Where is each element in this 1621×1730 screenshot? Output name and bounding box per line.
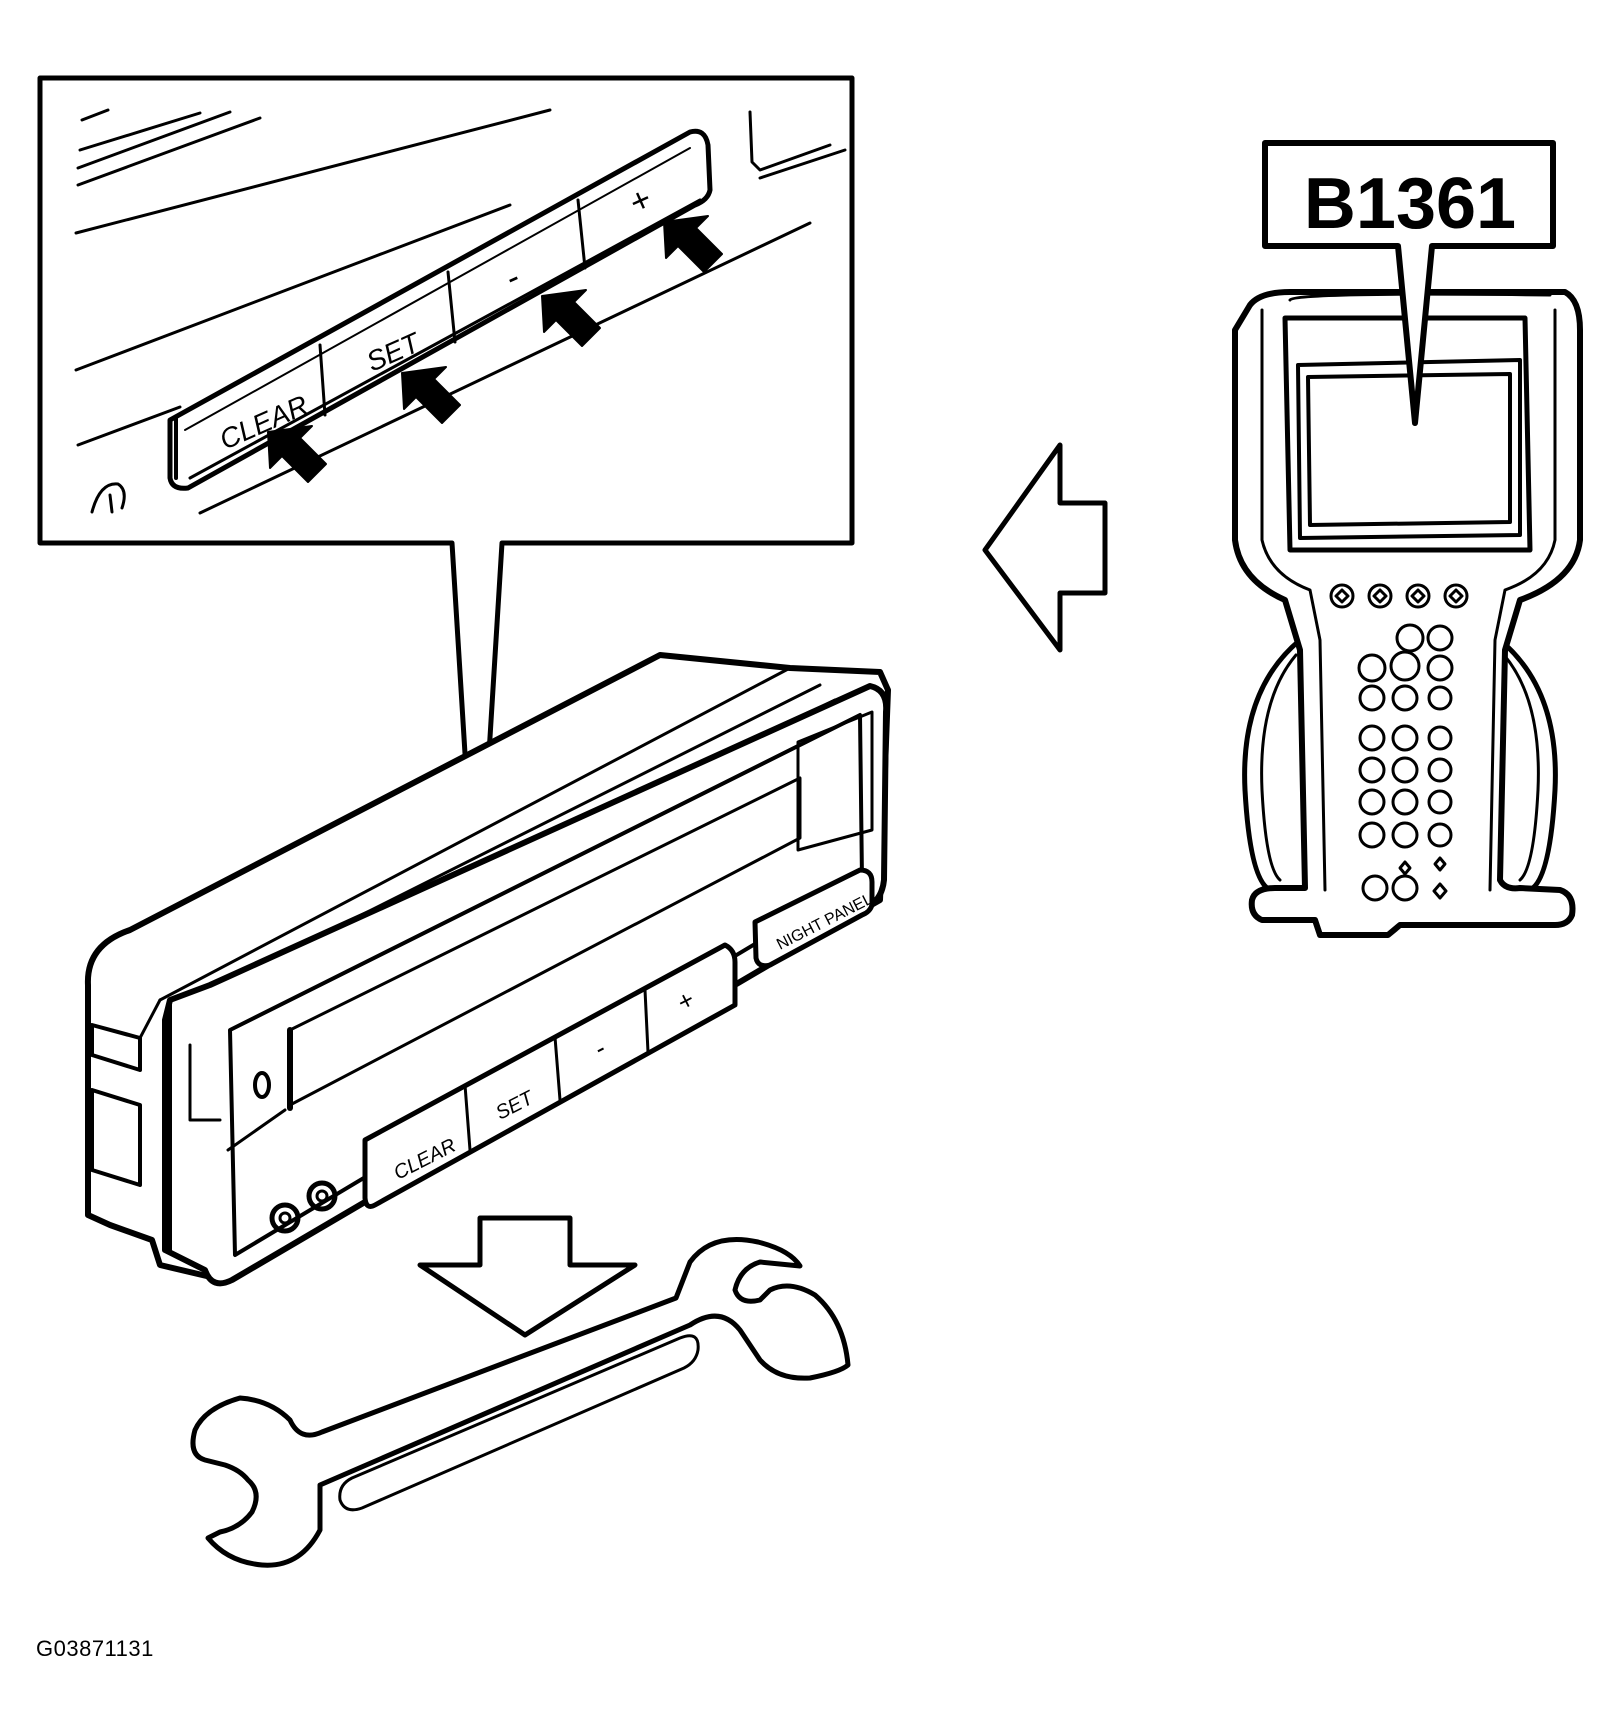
figure-id: G03871131	[36, 1636, 154, 1661]
press-arrow-clear	[267, 425, 327, 483]
knob-right-icon	[306, 1180, 338, 1212]
scan-tool-function-buttons	[1329, 583, 1469, 609]
press-arrow-plus	[663, 215, 723, 273]
press-arrow-set	[401, 366, 461, 424]
knob-left-icon	[269, 1202, 301, 1234]
dash-trim-lines	[74, 108, 847, 515]
scan-tool-display	[1306, 372, 1512, 527]
diagnostic-code: B1361	[1304, 164, 1516, 244]
scan-tool: B1361	[1232, 140, 1583, 938]
press-arrow-minus	[541, 289, 601, 347]
down-arrow-icon	[417, 1215, 638, 1338]
press-arrows	[267, 215, 723, 483]
callout-box: CLEAR SET - +	[37, 75, 855, 951]
code-callout-box	[1262, 140, 1556, 426]
callout-button-strip	[167, 128, 713, 491]
left-arrow-icon	[982, 442, 1108, 653]
scan-tool-keypad	[1357, 623, 1454, 902]
control-module: CLEAR SET - + NIGHT PANEL	[84, 652, 891, 1287]
wrench-icon	[190, 1237, 851, 1568]
